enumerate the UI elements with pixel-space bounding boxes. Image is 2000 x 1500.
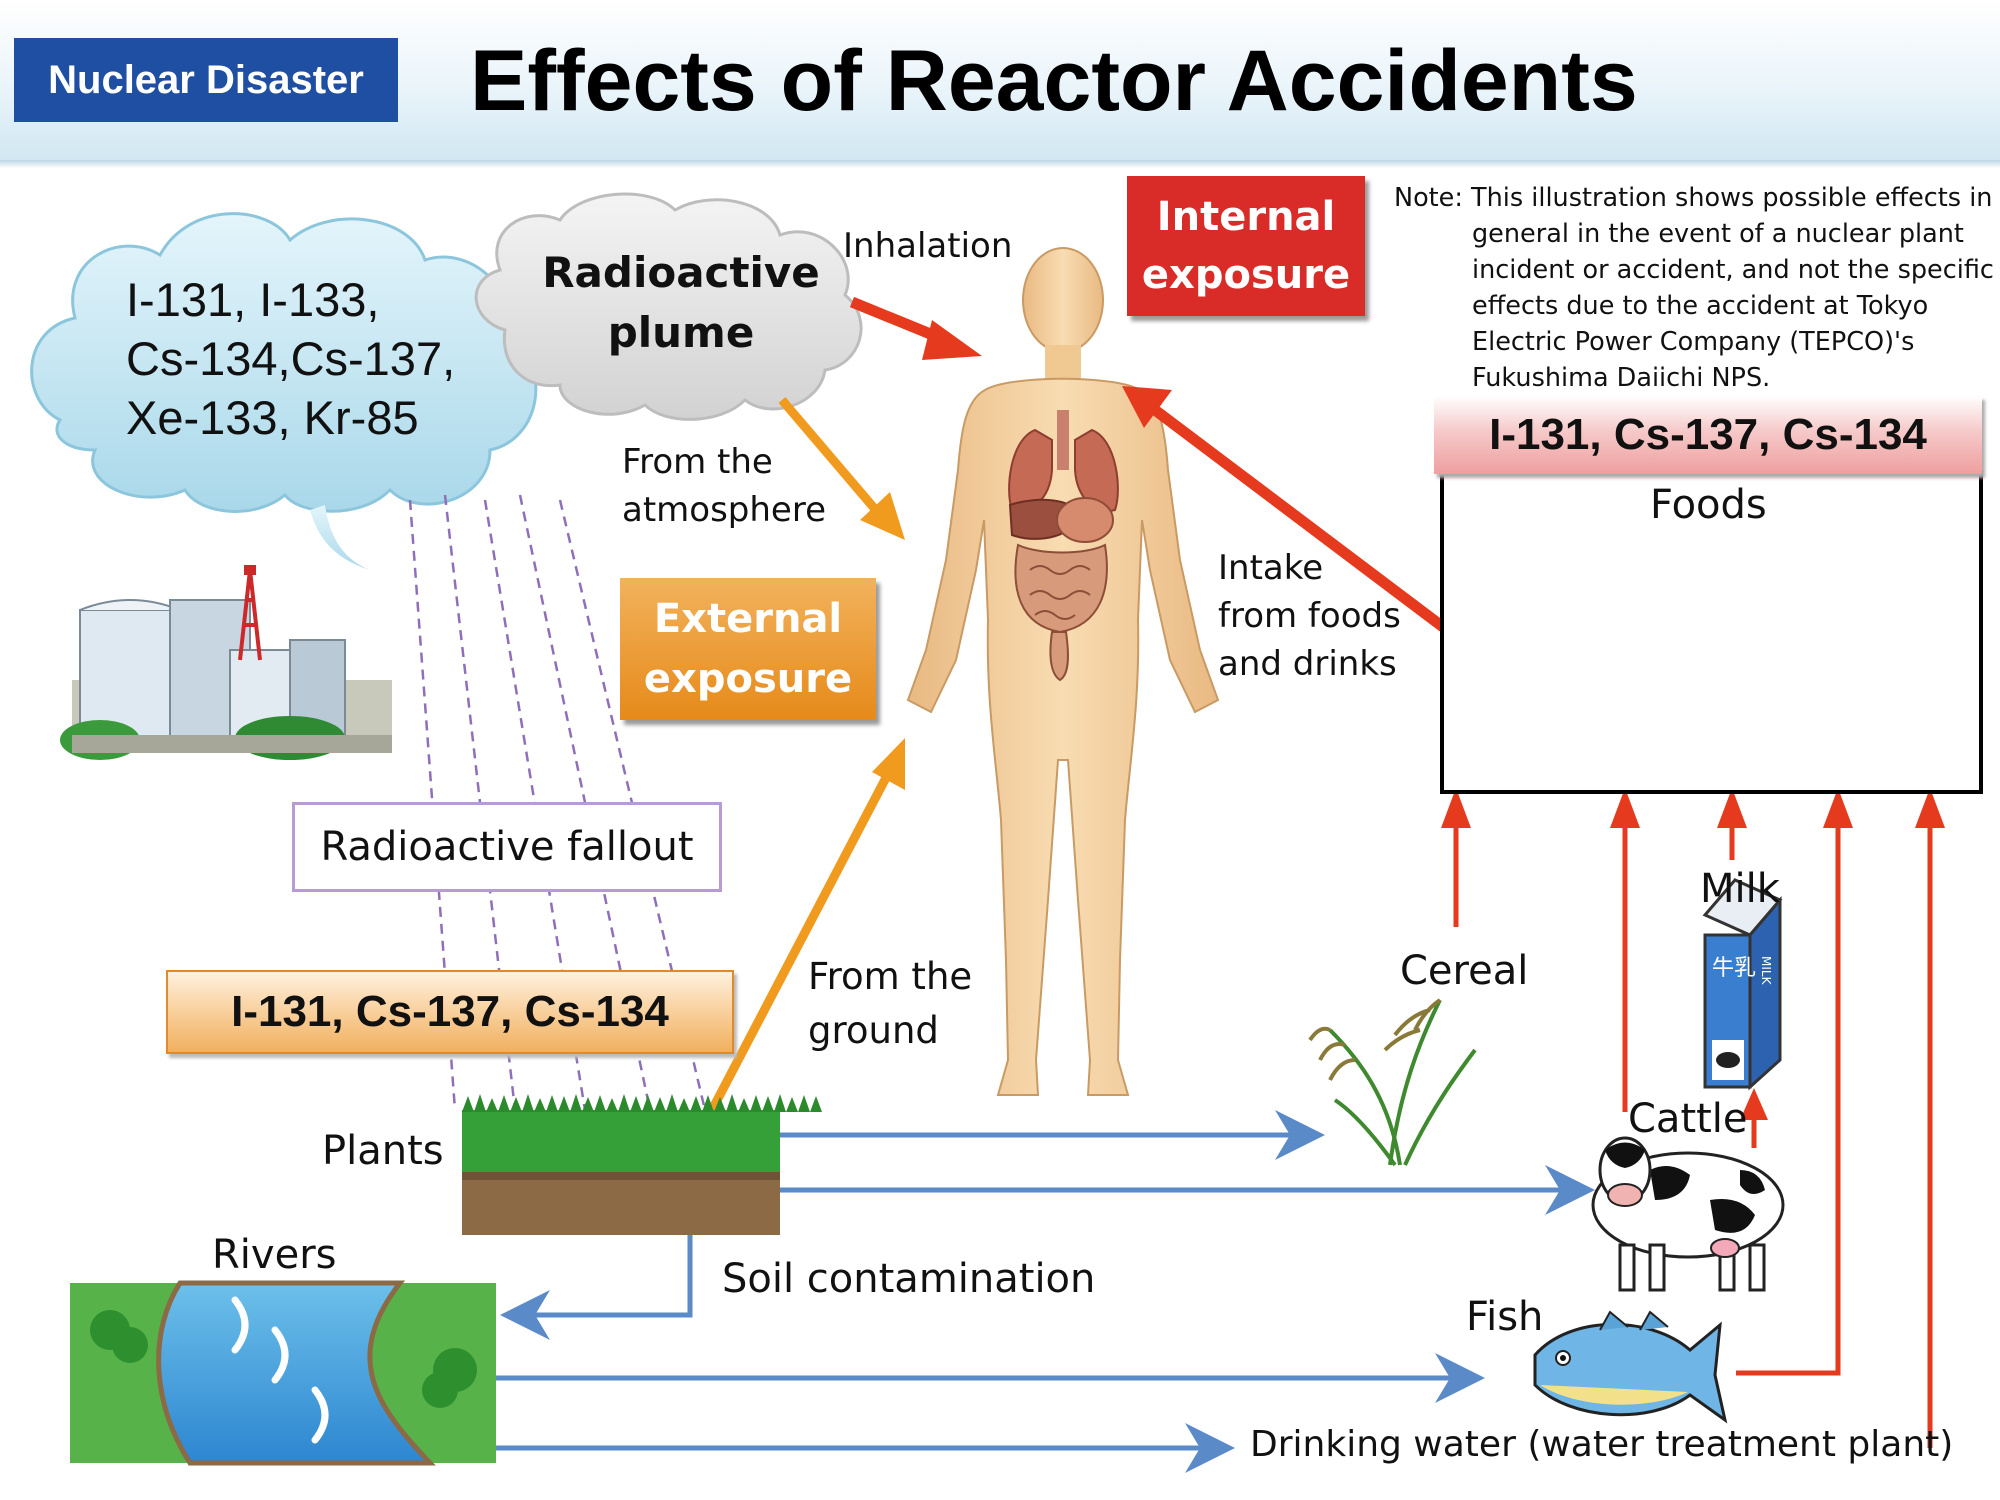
food-isotopes-banner: I-131, Cs-137, Cs-134 [1434, 396, 1982, 474]
soil-contamination-label: Soil contamination [722, 1256, 1096, 1302]
note-line: incident or accident, and not the specif… [1472, 255, 1994, 285]
milk-carton-text: 牛乳 [1712, 956, 1756, 981]
internal-exposure-box: Internal exposure [1127, 176, 1365, 316]
note-line: effects due to the accident at Tokyo [1472, 291, 1929, 321]
cereal-icon [1308, 998, 1477, 1167]
intake-label: Intake from foods and drinks [1218, 548, 1401, 684]
cow-icon [1591, 1136, 1785, 1292]
human-body-icon [906, 247, 1220, 1096]
red-arrowheads [1441, 788, 1945, 1120]
header-divider [0, 160, 2000, 168]
external-exposure-box: External exposure [620, 578, 876, 720]
river-icon [70, 1280, 496, 1466]
fish-to-foods-arrow [1736, 805, 1841, 1376]
from-atmosphere-label: From the atmosphere [622, 442, 826, 530]
plume-cloud-icon [474, 192, 863, 421]
inhalation-label: Inhalation [843, 226, 1013, 266]
page-title: Effects of Reactor Accidents [470, 33, 1638, 129]
fish-icon [1533, 1310, 1728, 1424]
ground-isotopes-banner: I-131, Cs-137, Cs-134 [166, 970, 734, 1054]
foods-label: Foods [1650, 482, 1767, 528]
foods-frame [1440, 470, 1983, 794]
note-line: Electric Power Company (TEPCO)'s [1472, 327, 1915, 357]
note-line: Note: This illustration shows possible e… [1394, 183, 1993, 213]
note-line: Fukushima Daiichi NPS. [1472, 363, 1771, 393]
milk-label: Milk [1700, 866, 1780, 912]
note-text: Note: This illustration shows possible e… [1394, 180, 1994, 396]
plants-label: Plants [322, 1128, 444, 1174]
milk-carton-side-text: MILK [1759, 956, 1773, 986]
rivers-label: Rivers [212, 1232, 337, 1278]
soil-to-river-arrow [500, 1235, 693, 1340]
inhalation-arrow [849, 296, 982, 360]
cloud-isotopes-text: I-131, I-133, Cs-134,Cs-137, Xe-133, Kr-… [126, 273, 456, 444]
from-ground-label: From the ground [808, 955, 973, 1052]
plume-label: Radioactive plume [542, 248, 820, 357]
radioactive-fallout-box: Radioactive fallout [292, 802, 722, 892]
plants-icon [462, 1094, 822, 1235]
drinking-water-label: Drinking water (water treatment plant) [1250, 1424, 1954, 1465]
ground-arrow [708, 738, 905, 1113]
note-line: general in the event of a nuclear plant [1472, 219, 1964, 249]
cereal-label: Cereal [1400, 948, 1529, 994]
fish-label: Fish [1466, 1294, 1544, 1340]
cattle-label: Cattle [1628, 1096, 1748, 1142]
atmosphere-arrow [778, 397, 905, 540]
milk-carton-icon [1702, 878, 1783, 1091]
ingestion-arrow [1122, 386, 1447, 632]
category-badge: Nuclear Disaster [14, 38, 398, 122]
nuclear-plant-icon [60, 565, 392, 760]
